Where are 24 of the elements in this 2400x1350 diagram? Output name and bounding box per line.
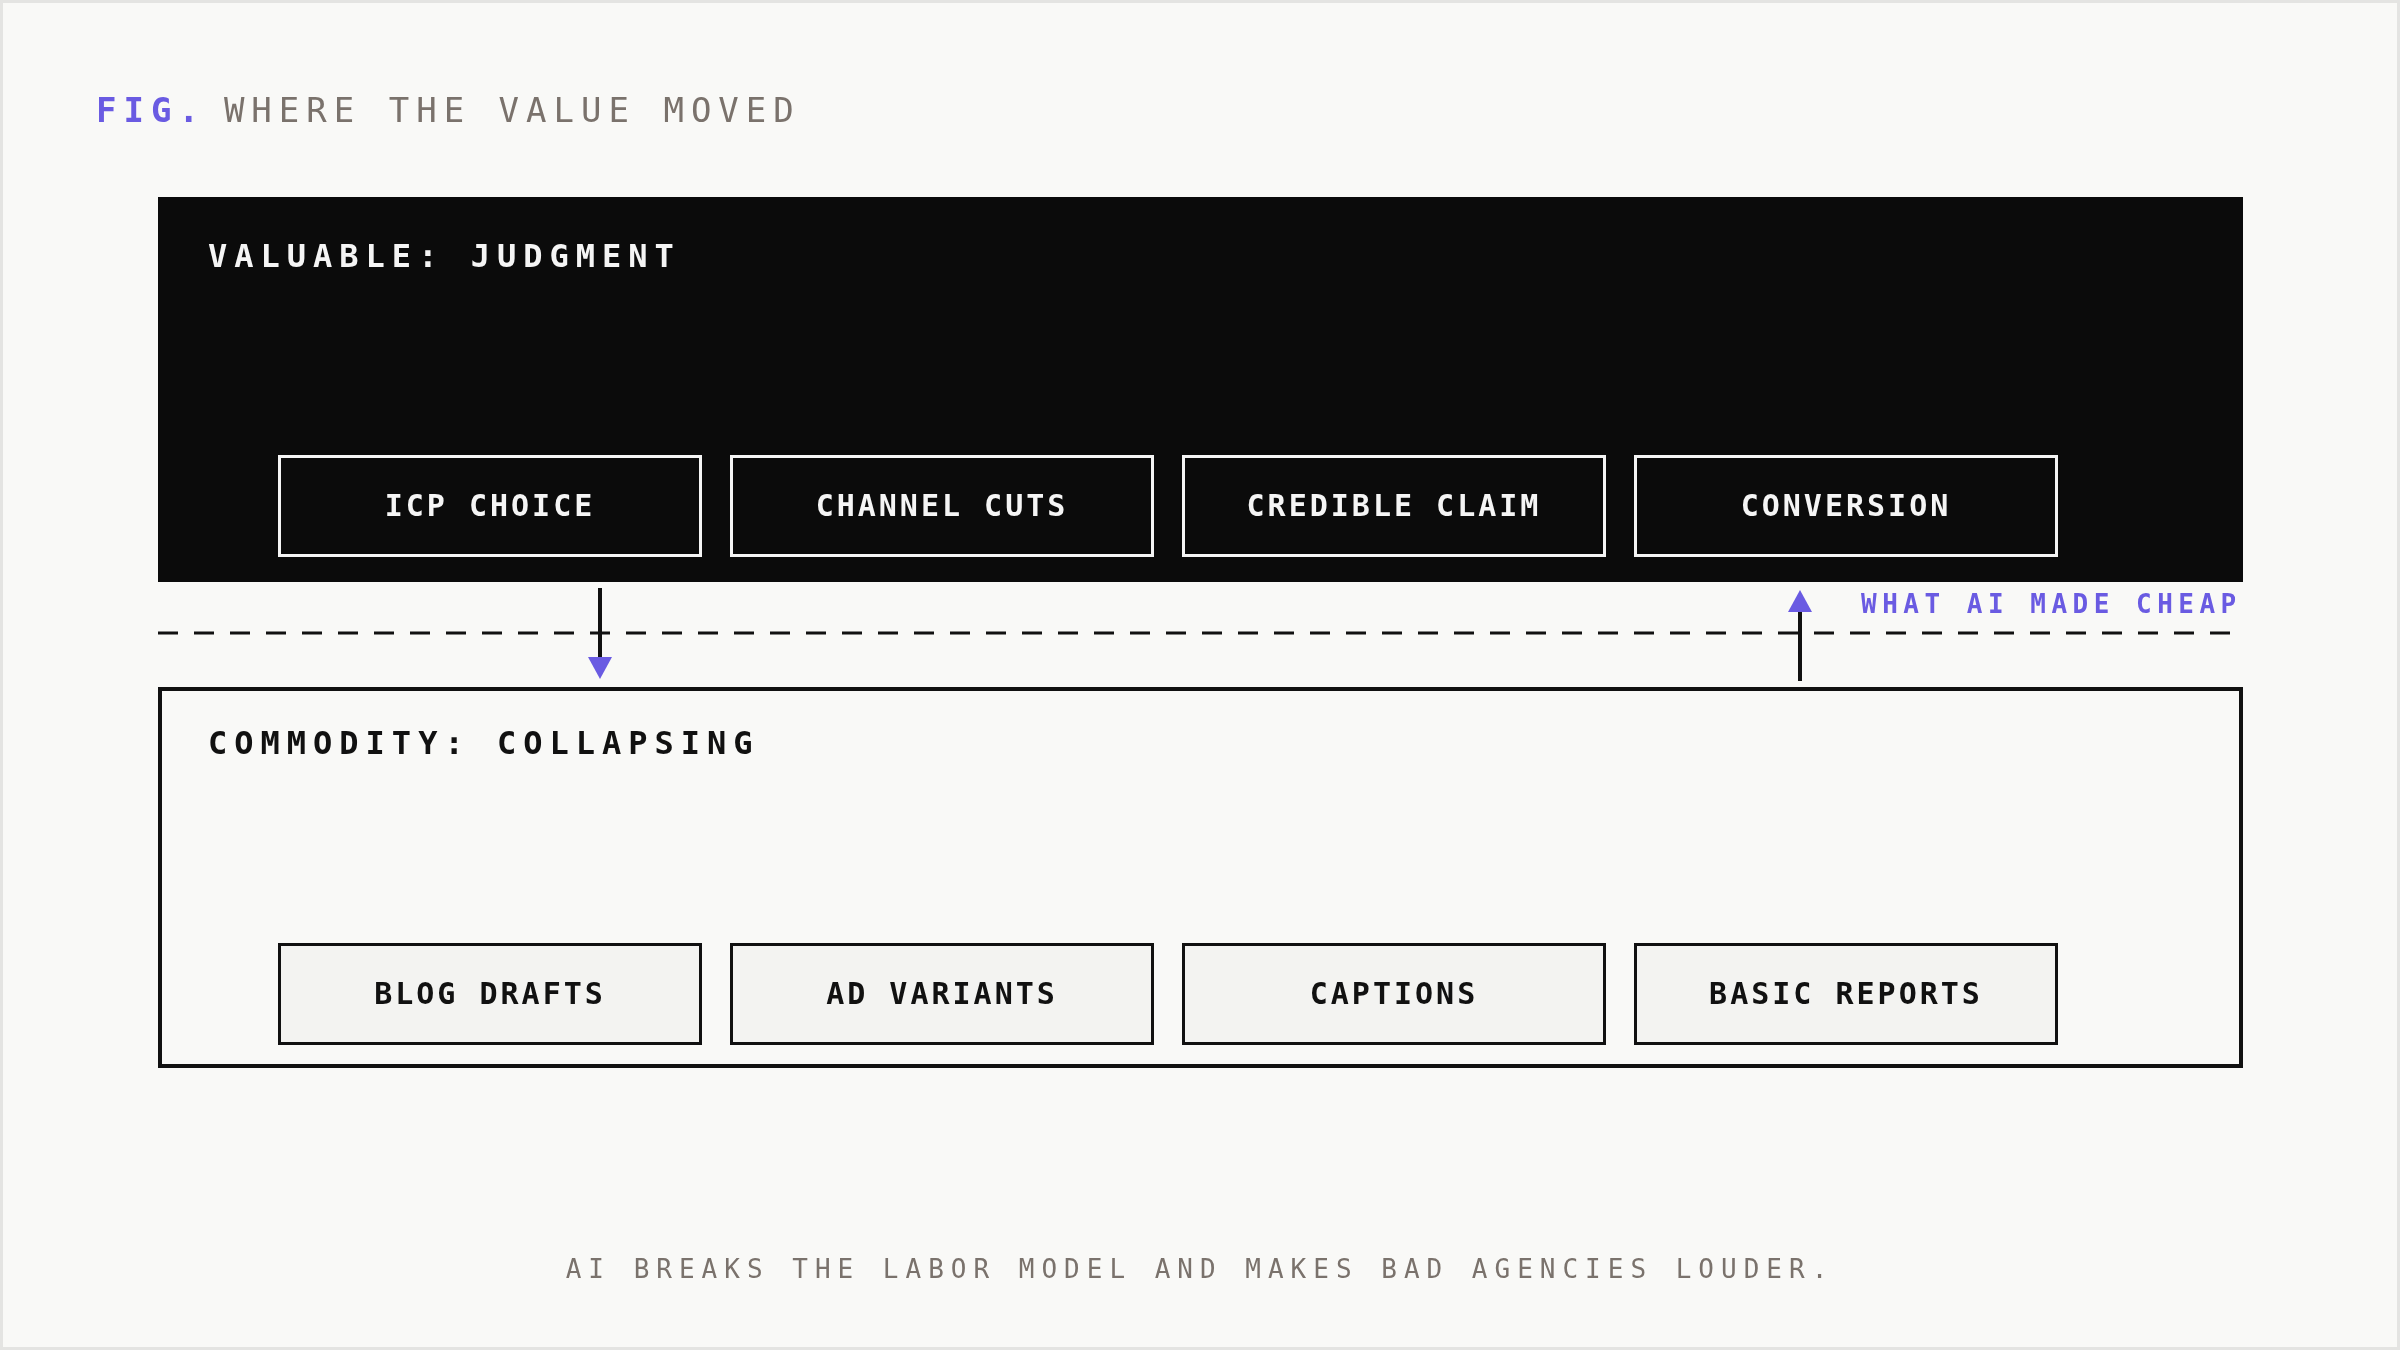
item-box	[278, 455, 702, 557]
item-label: CHANNEL CUTS	[815, 491, 1069, 521]
item-box	[1182, 943, 1606, 1045]
panel-heading: VALUABLE: JUDGMENT	[208, 240, 681, 272]
item-box	[1634, 455, 2058, 557]
item-label: BASIC REPORTS	[1709, 979, 1983, 1009]
item-box	[1182, 455, 1606, 557]
section-panel	[158, 197, 2243, 582]
item-label: AD VARIANTS	[826, 979, 1058, 1009]
item-box	[278, 943, 702, 1045]
item-box	[730, 455, 1154, 557]
item-label: BLOG DRAFTS	[374, 979, 606, 1009]
caption: AI BREAKS THE LABOR MODEL AND MAKES BAD AGENCIES LOUDER.	[565, 1256, 1835, 1282]
section-panel	[158, 687, 2243, 1068]
panel-heading: COMMODITY: COLLAPSING	[208, 727, 760, 759]
item-label: CAPTIONS	[1309, 979, 1479, 1009]
item-box	[1634, 943, 2058, 1045]
item-box	[730, 943, 1154, 1045]
figure-title: WHERE THE VALUE MOVED	[223, 93, 801, 127]
item-label: CREDIBLE CLAIM	[1246, 491, 1542, 521]
item-label: CONVERSION	[1740, 491, 1952, 521]
figure-label: FIG.	[96, 93, 206, 127]
divider-label: WHAT AI MADE CHEAP	[1861, 591, 2242, 617]
item-label: ICP CHOICE	[384, 491, 596, 521]
